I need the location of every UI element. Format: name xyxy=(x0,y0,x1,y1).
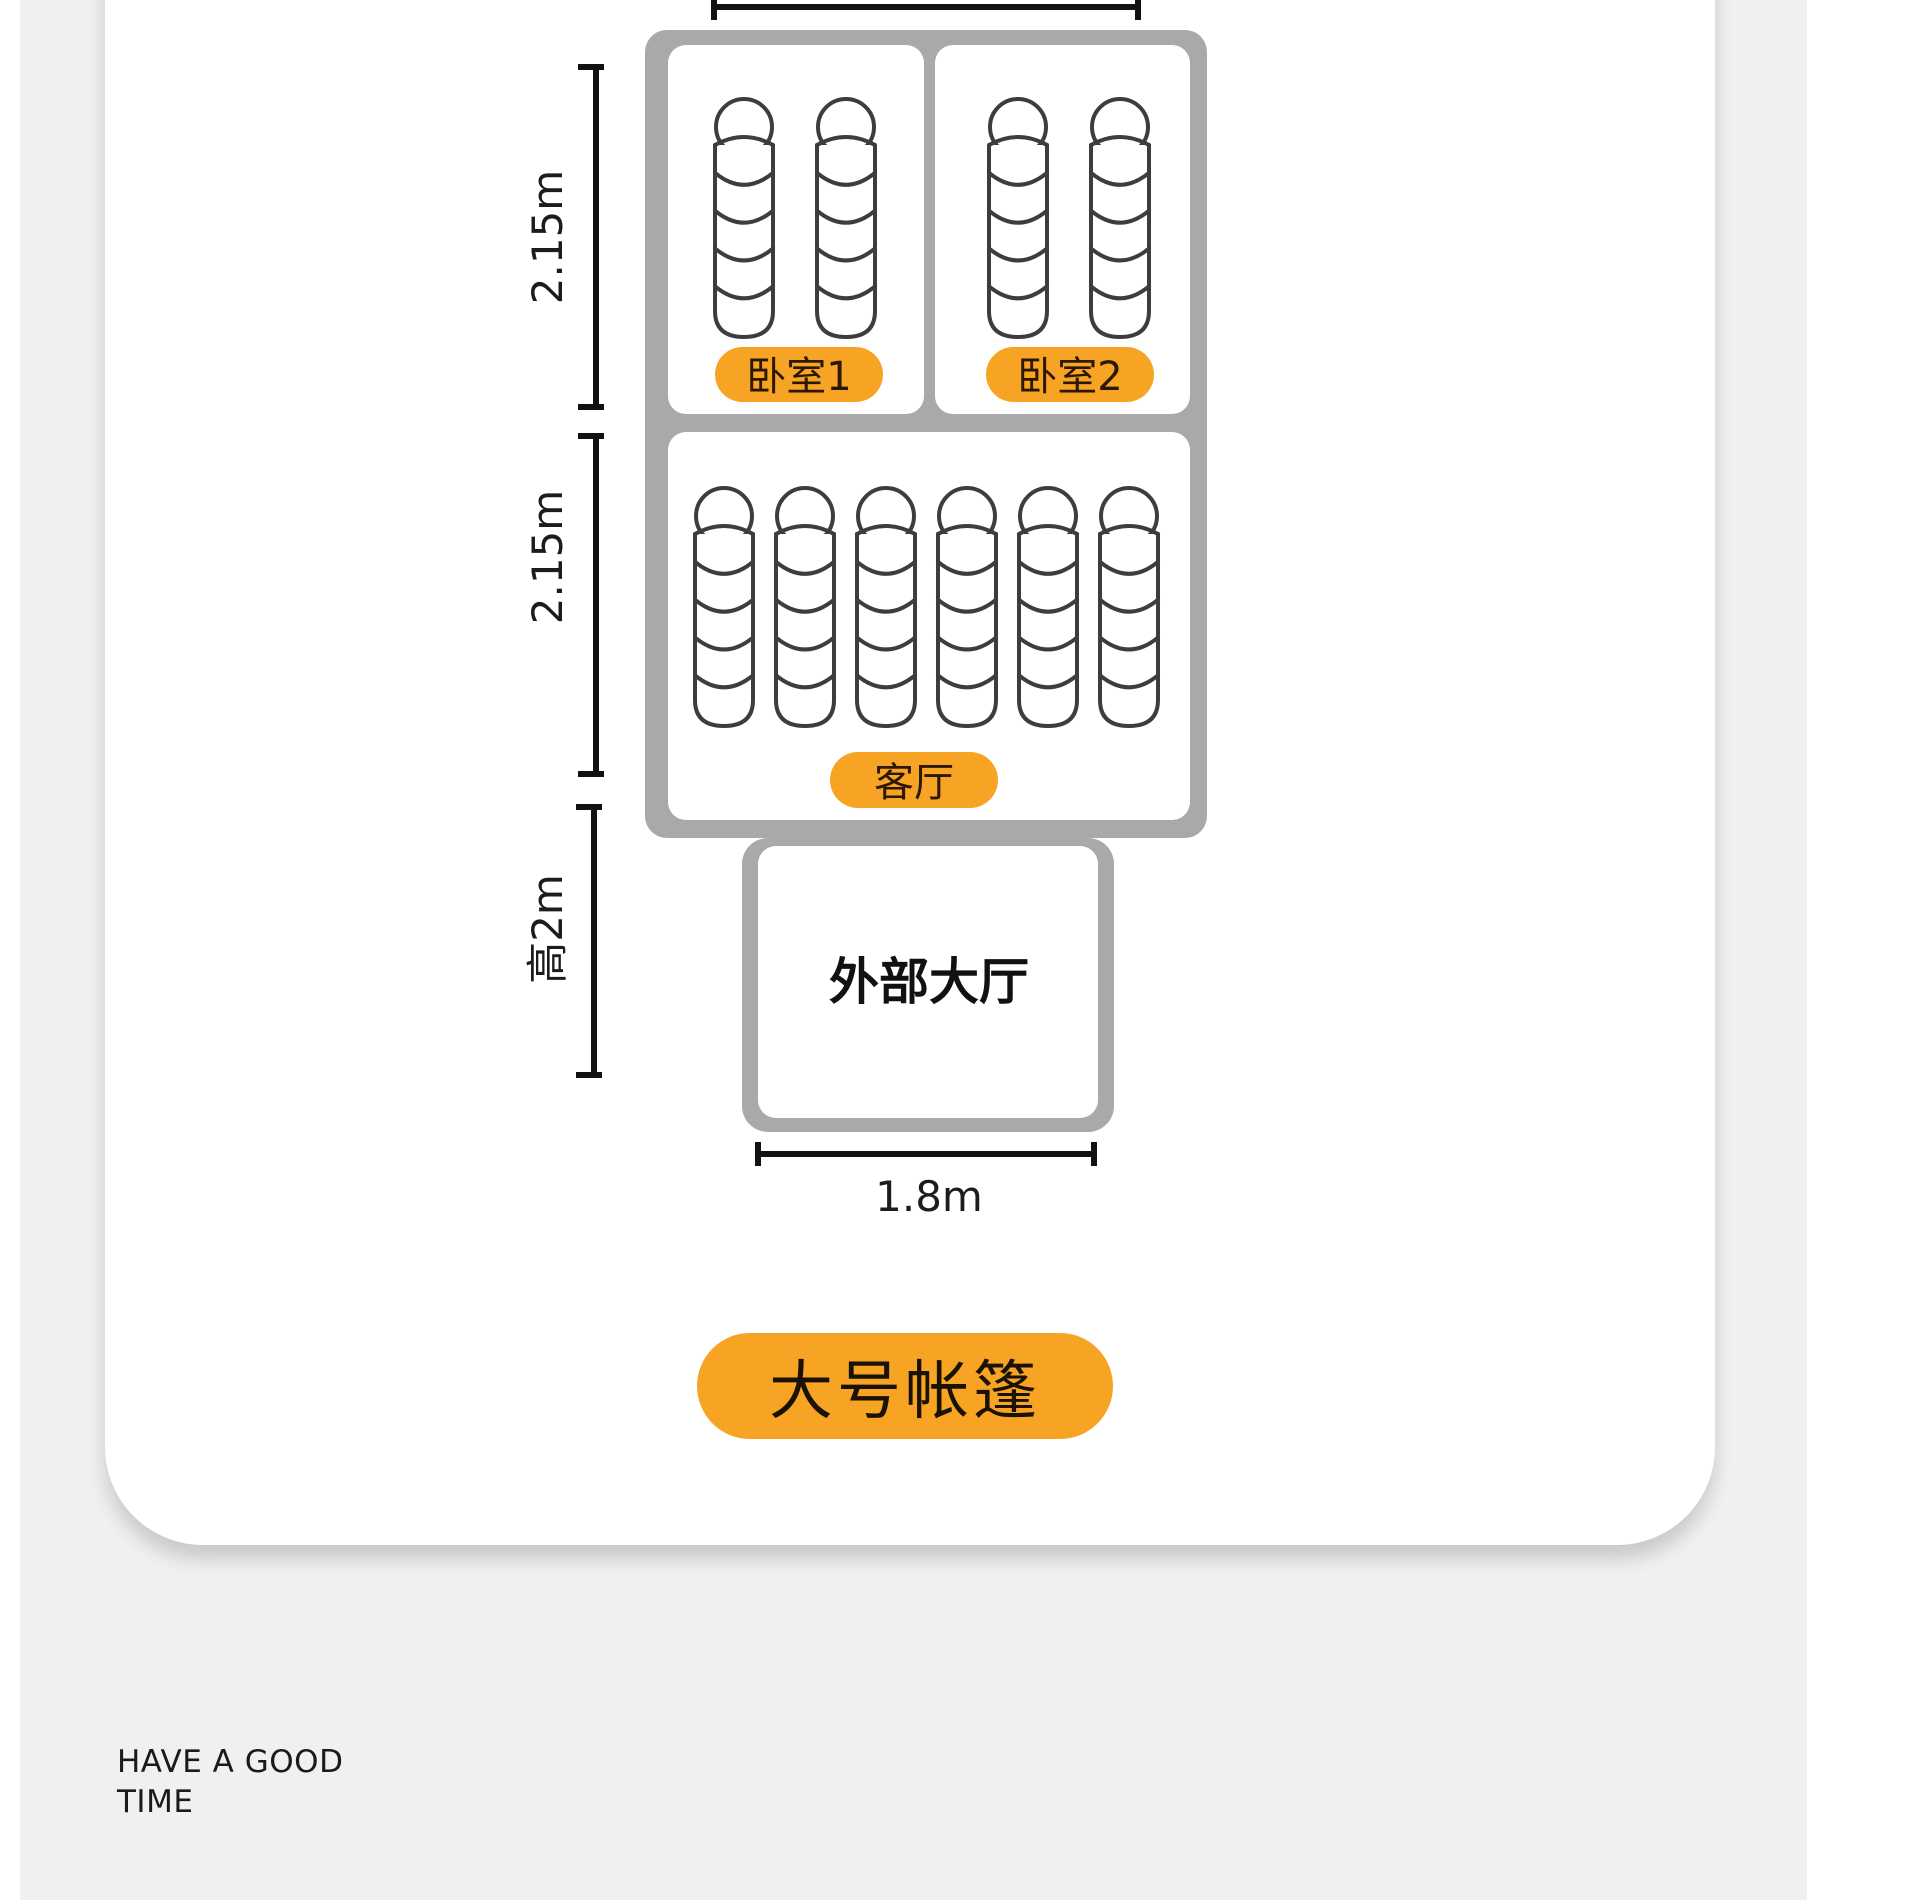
footer-line-1: HAVE A GOOD xyxy=(117,1744,344,1780)
bedroom-height-dimension: 2.15m xyxy=(523,64,604,410)
outer-hall-area xyxy=(758,846,1098,1118)
living-room-tag: 客厅 xyxy=(830,752,998,808)
sleeper-icon xyxy=(936,486,998,729)
sleeper-icon xyxy=(987,97,1049,340)
hall-height-label: 高2m xyxy=(523,874,572,984)
sleeper-icon xyxy=(693,486,755,729)
bedroom-1-tag: 卧室1 xyxy=(715,347,883,402)
bedroom-2-label: 卧室2 xyxy=(1017,354,1122,400)
footer-line-2: TIME xyxy=(117,1784,194,1820)
sleeper-icon xyxy=(774,486,836,729)
sleeper-icon xyxy=(1089,97,1151,340)
hall-width-label: 1.8m xyxy=(875,1172,983,1221)
sleeper-icon xyxy=(1098,486,1160,729)
sleeper-icon xyxy=(855,486,917,729)
sleeper-icon xyxy=(713,97,775,340)
large-tent-badge: 大号帐篷 xyxy=(697,1333,1113,1439)
footer-slogan: HAVE A GOOD TIME xyxy=(117,1742,437,1822)
bedroom-2-tag: 卧室2 xyxy=(986,347,1154,402)
sleeper-icon xyxy=(1017,486,1079,729)
outer-hall-label: 外部大厅 xyxy=(829,953,1029,1011)
hall-height-dimension: 高2m xyxy=(523,804,602,1078)
living-height-dimension: 2.15m xyxy=(523,433,604,777)
living-room-label: 客厅 xyxy=(874,760,954,806)
top-width-dimension xyxy=(711,0,1141,20)
bedroom-height-label: 2.15m xyxy=(523,170,572,304)
hall-width-dimension: 1.8m xyxy=(755,1142,1097,1221)
living-height-label: 2.15m xyxy=(523,490,572,624)
sleeper-group xyxy=(693,97,1160,729)
bedroom-1-label: 卧室1 xyxy=(746,354,851,400)
sleeper-icon xyxy=(815,97,877,340)
